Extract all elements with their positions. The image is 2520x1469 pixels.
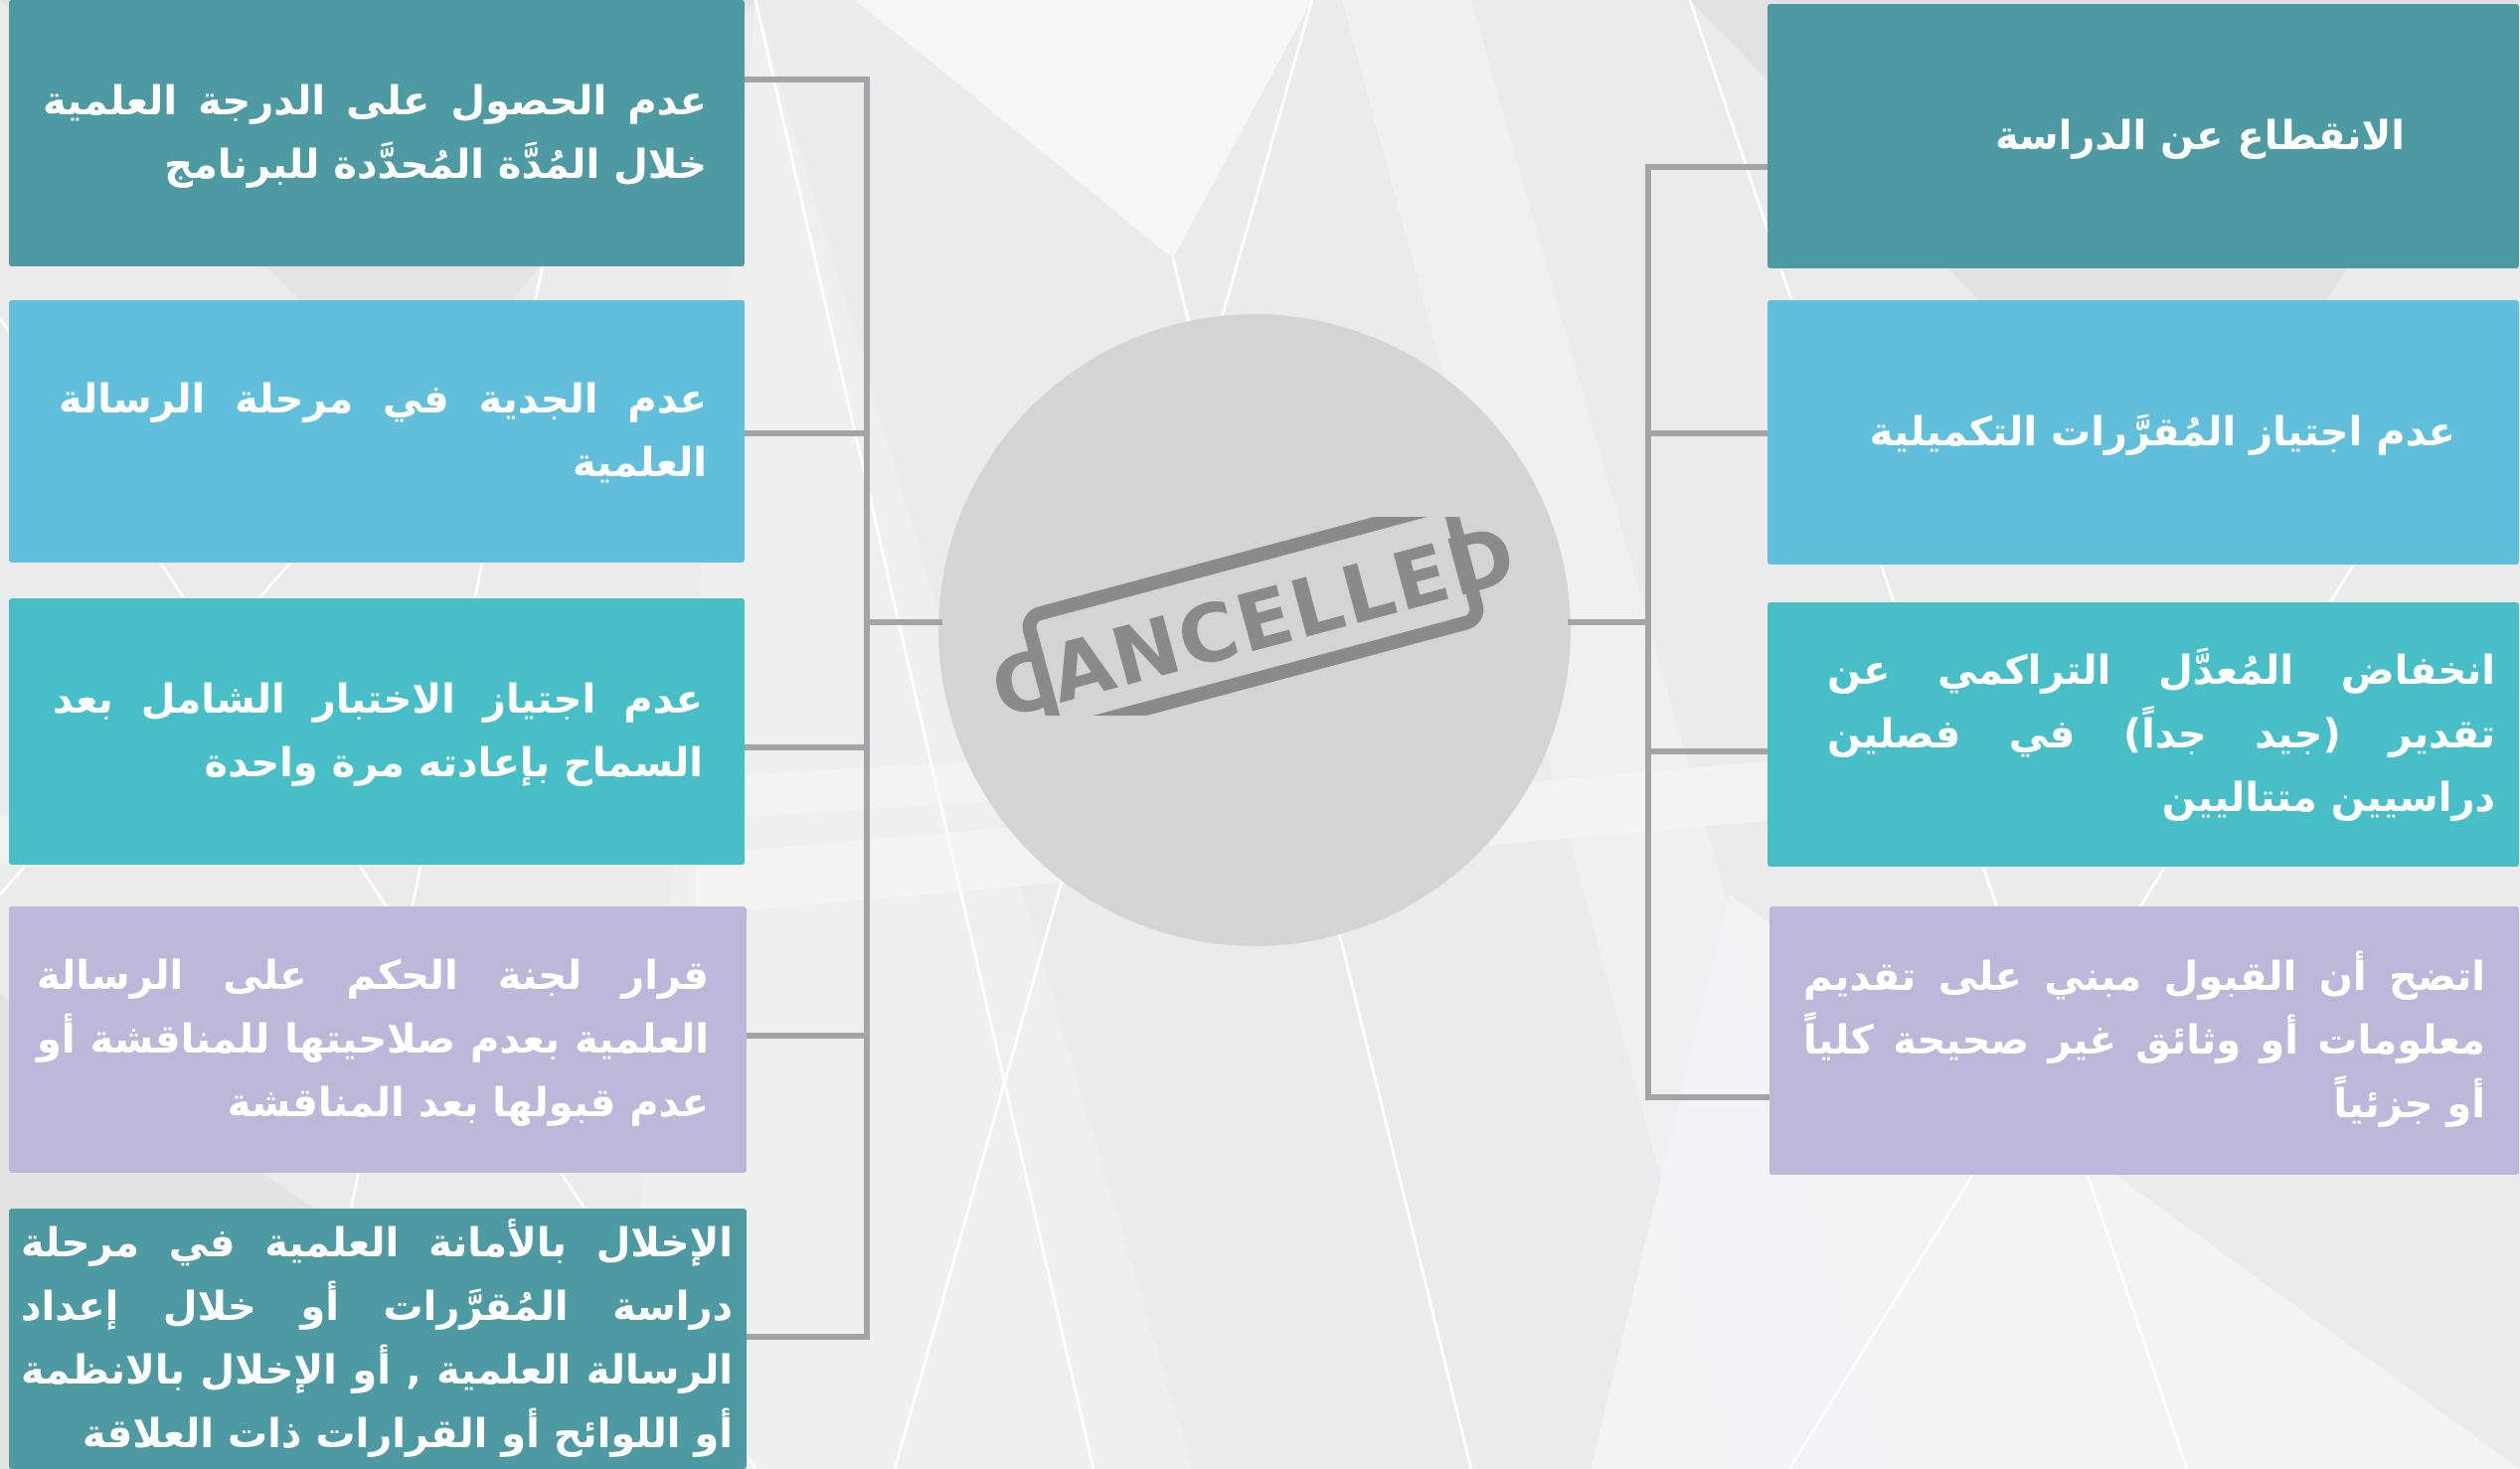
left-box-5-text: الإخلال بالأمانة العلمية في مرحلة دراسة … xyxy=(21,1221,733,1457)
right-box-1: الانقطاع عن الدراسة xyxy=(1767,4,2519,268)
left-box-2-text: عدم الجدية في مرحلة الرسالة العلمية xyxy=(59,377,707,486)
cancelled-stamp-icon: CANCELLED xyxy=(994,517,1511,716)
left-box-1: عدم الحصول على الدرجة العلمية خلال المُد… xyxy=(9,0,745,266)
left-box-1-text: عدم الحصول على الدرجة العلمية خلال المُد… xyxy=(43,79,707,188)
right-box-4-text: اتضح أن القبول مبني على تقديم معلومات أو… xyxy=(1803,954,2485,1127)
left-box-2: عدم الجدية في مرحلة الرسالة العلمية xyxy=(9,300,745,563)
right-box-3: انخفاض المُعدَّل التراكمي عن تقدير (جيد … xyxy=(1767,602,2519,867)
right-box-2: عدم اجتياز المُقرَّرات التكميلية xyxy=(1767,300,2519,565)
left-box-3: عدم اجتياز الاختبار الشامل بعد السماح بإ… xyxy=(9,598,745,865)
left-box-5: الإخلال بالأمانة العلمية في مرحلة دراسة … xyxy=(9,1209,747,1469)
left-box-4-text: قرار لجنة الحكم على الرسالة العلمية بعدم… xyxy=(37,953,709,1126)
right-box-2-text: عدم اجتياز المُقرَّرات التكميلية xyxy=(1869,409,2455,455)
right-box-3-text: انخفاض المُعدَّل التراكمي عن تقدير (جيد … xyxy=(1827,648,2495,821)
right-box-4: اتضح أن القبول مبني على تقديم معلومات أو… xyxy=(1769,906,2519,1175)
left-box-4: قرار لجنة الحكم على الرسالة العلمية بعدم… xyxy=(9,906,747,1173)
right-box-1-text: الانقطاع عن الدراسة xyxy=(1995,113,2405,159)
left-box-3-text: عدم اجتياز الاختبار الشامل بعد السماح بإ… xyxy=(53,677,703,786)
